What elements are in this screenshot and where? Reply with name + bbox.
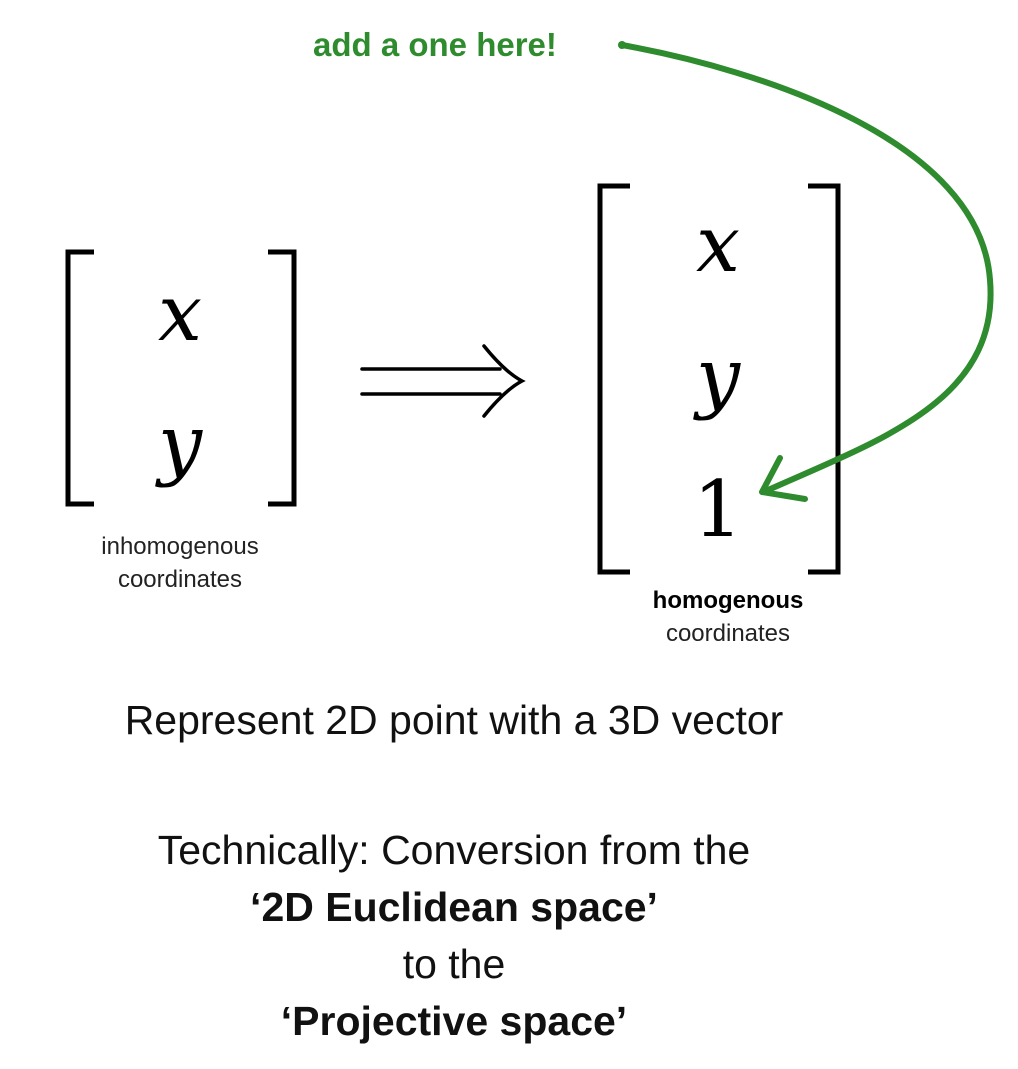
right-vector-open-bracket xyxy=(597,183,630,575)
technically-projective: ‘Projective space’ xyxy=(280,998,628,1044)
right-vector-close-bracket xyxy=(808,183,841,575)
inhomogenous-caption-line2: coordinates xyxy=(117,566,243,593)
right-vector-entry-y: y xyxy=(693,332,741,422)
right-vector xyxy=(597,183,841,575)
left-vector xyxy=(65,249,297,507)
green-curved-arrow xyxy=(618,41,994,502)
left-vector-entry-x: x xyxy=(158,269,202,359)
technically-line1: Technically: Conversion from the xyxy=(157,827,751,873)
technically-block: Technically: Conversion from the ‘2D Euc… xyxy=(0,822,908,1050)
technically-euclidean: ‘2D Euclidean space’ xyxy=(250,884,658,930)
right-vector-entry-one: 1 xyxy=(693,465,743,555)
left-vector-open-bracket xyxy=(65,249,94,507)
inhomogenous-caption: inhomogenous coordinates xyxy=(60,530,300,596)
left-vector-close-bracket xyxy=(268,249,297,507)
statement-text: Represent 2D point with a 3D vector xyxy=(124,697,784,743)
homogenous-caption: homogenous coordinates xyxy=(588,584,868,650)
right-vector-entry-x: x xyxy=(696,200,740,290)
homogenous-caption-bold: homogenous xyxy=(652,587,804,614)
left-vector-entry-y: y xyxy=(155,399,203,489)
homogenous-caption-line2: coordinates xyxy=(665,620,791,647)
technically-line3: to the xyxy=(402,941,506,987)
add-one-annotation: add a one here! xyxy=(313,26,557,63)
implies-arrow xyxy=(360,344,526,418)
inhomogenous-caption-line1: inhomogenous xyxy=(101,533,259,560)
